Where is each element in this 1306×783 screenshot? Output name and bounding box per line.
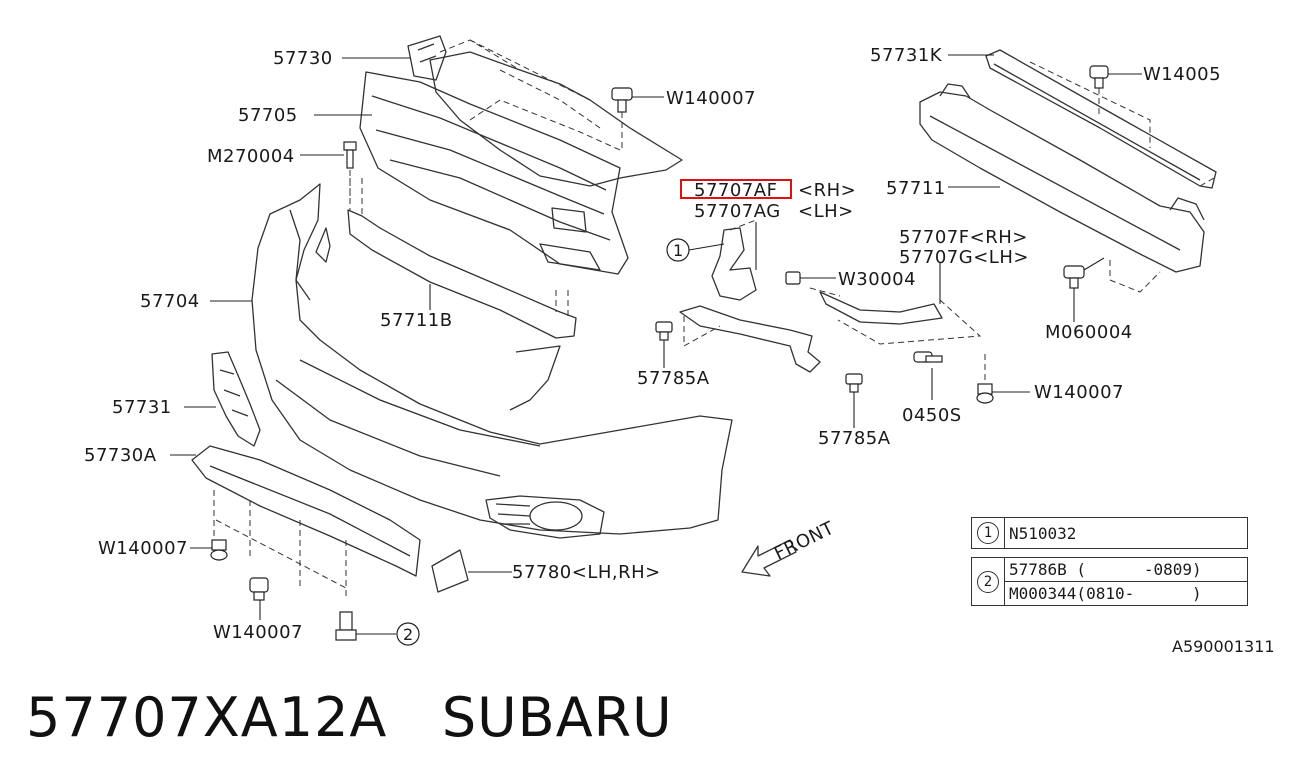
part-57730-bracket [407, 35, 447, 81]
part-57704-bumper-cover [210, 183, 733, 539]
label-57731: 57731 [112, 397, 172, 418]
label-57707ag: 57707AG [694, 201, 781, 222]
label-57707f: 57707F<RH> [899, 227, 1028, 248]
parts-diagram: 57730 57705 M270004 W140007 57707AF <RH>… [84, 35, 1275, 656]
part-57731-side-bracket [184, 351, 261, 447]
caption-brand: SUBARU [441, 686, 673, 749]
label-57707af: 57707AF [694, 180, 777, 201]
legend-circle-2: 2 [977, 570, 999, 593]
label-57704: 57704 [140, 291, 200, 312]
legend-row-1-part: N510032 [1004, 517, 1248, 549]
label-rh: <RH> [798, 180, 856, 201]
caption-part-number: 57707XA12A [26, 686, 388, 749]
clip-w140007-top-icon [611, 87, 664, 150]
label-callout-2: 2 [403, 625, 413, 644]
clip-w140007-bottom-icon [249, 577, 269, 620]
label-57731k: 57731K [870, 45, 943, 66]
legend-row-2a-part: 57786B ( -0809) [1004, 557, 1248, 582]
clip-w30004-icon [785, 271, 836, 285]
part-57730a-undercover [170, 445, 421, 600]
front-arrow-icon [741, 539, 797, 577]
label-57785a-left: 57785A [637, 368, 710, 389]
part-57731k-absorber [948, 49, 1217, 189]
clip-w140007-right-icon [976, 350, 1030, 404]
label-m060004: M060004 [1045, 322, 1133, 343]
label-callout-1: 1 [673, 241, 683, 260]
legend-circle-1: 1 [977, 522, 999, 544]
label-57707g: 57707G<LH> [899, 247, 1029, 268]
bolt-m270004-icon [300, 141, 357, 200]
label-w30004: W30004 [838, 269, 916, 290]
label-57730a: 57730A [84, 445, 157, 466]
legend-row-1: 1 N510032 [971, 517, 1248, 549]
label-w140007-right: W140007 [1034, 382, 1124, 403]
part-57780-reflector [431, 549, 512, 593]
label-w140007-bottom: W140007 [213, 622, 303, 643]
clip-0450s-icon [913, 351, 943, 400]
label-57711b: 57711B [380, 310, 453, 331]
label-0450s: 0450S [902, 405, 962, 426]
clip-w14005-icon [1089, 65, 1142, 116]
highlight-box [680, 179, 792, 199]
part-57705-upper-panel [359, 71, 629, 275]
legend-row-2b-part: M000344(0810- ) [1004, 581, 1248, 606]
legend-table: 1 N510032 2 57786B ( -0809) M000344(0810… [971, 517, 1248, 606]
label-57785a-right: 57785A [818, 428, 891, 449]
part-57707af-bracket [666, 219, 821, 373]
part-57711-beam [919, 83, 1205, 293]
label-57730: 57730 [273, 48, 333, 69]
clip-w140007-left-icon [190, 539, 228, 561]
label-m270004: M270004 [207, 146, 295, 167]
legend-row-2b: M000344(0810- ) [972, 581, 1248, 606]
part-upper-plate [429, 39, 683, 187]
label-57705: 57705 [238, 105, 298, 126]
label-w140007-top: W140007 [666, 88, 756, 109]
clip-57785a-right-icon [845, 373, 863, 428]
label-w140007-left: W140007 [98, 538, 188, 559]
caption: 57707XA12A SUBARU [26, 686, 673, 749]
part-57711b-reinforcement [347, 178, 577, 339]
clip-57785a-left-icon [655, 321, 673, 368]
part-57707f-bracket [809, 262, 982, 345]
label-lh: <LH> [798, 201, 854, 222]
legend-row-2-num: 2 [971, 557, 1005, 606]
label-w14005: W14005 [1143, 64, 1221, 85]
legend-row-1-num: 1 [971, 517, 1005, 549]
label-57711: 57711 [886, 178, 946, 199]
legend-row-2: 2 57786B ( -0809) [971, 557, 1248, 606]
label-57780: 57780<LH,RH> [512, 562, 661, 583]
bolt-m060004-icon [1063, 257, 1105, 322]
label-front: FRONT [771, 517, 838, 564]
label-drawing-number: A590001311 [1172, 637, 1275, 656]
bolt-callout2-icon [335, 611, 396, 641]
